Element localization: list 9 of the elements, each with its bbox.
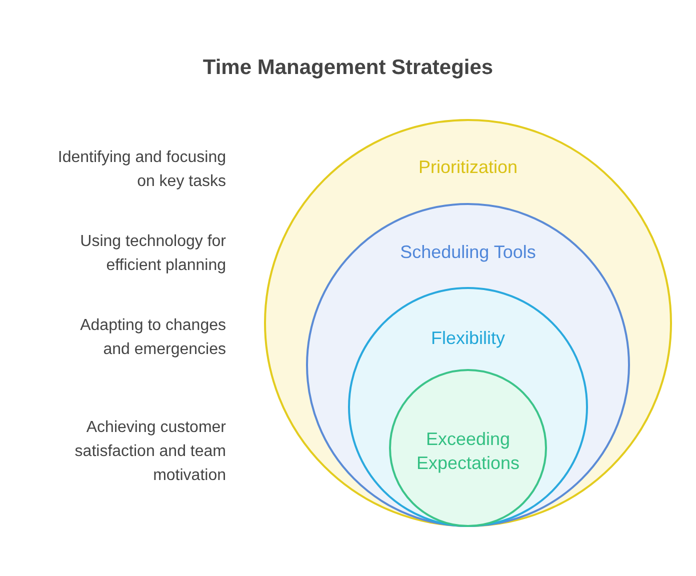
description-text: Adapting to changes and emergencies bbox=[79, 316, 226, 360]
title: Time Management Strategies bbox=[202, 55, 494, 81]
description-text: Using technology for efficient planning bbox=[79, 232, 226, 276]
circle-label: Prioritization bbox=[417, 156, 519, 179]
circle-label: Exceeding Expectations bbox=[415, 428, 521, 475]
description-text: Achieving customer satisfaction and team motivation bbox=[74, 418, 226, 486]
circle-label: Flexibility bbox=[430, 327, 506, 350]
description-text: Identifying and focusing on key tasks bbox=[56, 148, 226, 192]
circle-label: Scheduling Tools bbox=[399, 241, 537, 264]
